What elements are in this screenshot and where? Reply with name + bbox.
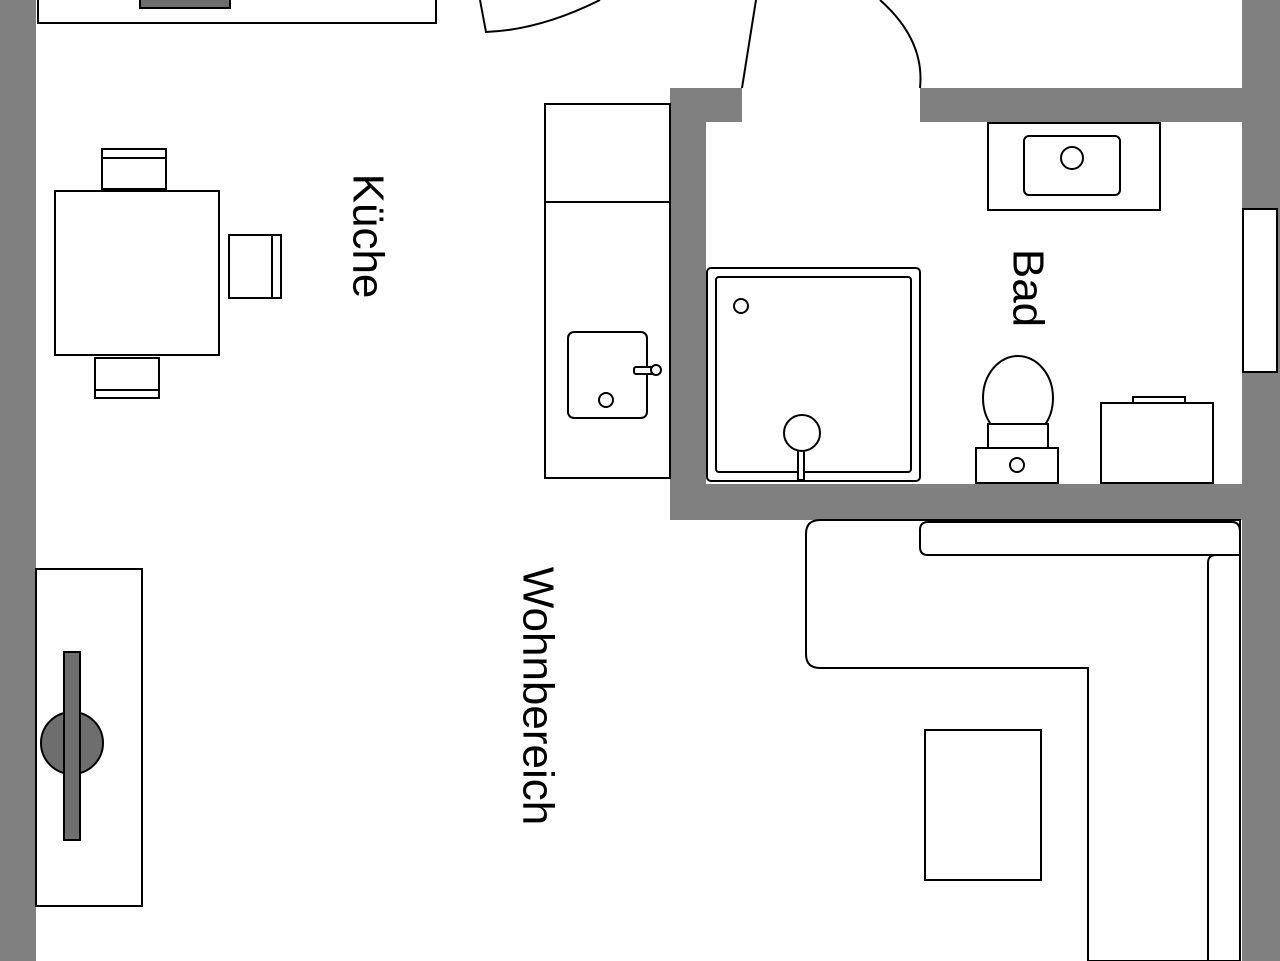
washbasin-drain <box>1060 146 1084 170</box>
wall-bath-left <box>670 88 706 520</box>
shower-head <box>783 414 821 452</box>
corner-sofa <box>805 519 1241 961</box>
bath-window <box>1242 208 1278 373</box>
kitchen-counter <box>544 103 671 479</box>
wall-bath-bottom <box>670 484 1280 520</box>
chair-top <box>101 148 167 190</box>
top-cabinet-outline <box>37 0 437 24</box>
bath-fixtures <box>706 122 1214 484</box>
entry-door <box>479 0 922 89</box>
sofa-backrest-top <box>919 521 1241 556</box>
wall-left <box>0 0 36 961</box>
top-appliance <box>139 0 231 9</box>
shower-tray-inner <box>715 276 912 473</box>
toilet-flush-button <box>1009 457 1025 473</box>
entry-door-arc-right <box>879 0 922 89</box>
entry-door-arc-left <box>479 0 601 34</box>
room-label-bath: Bad <box>1004 249 1053 327</box>
top-furniture <box>37 0 437 24</box>
counter-outline <box>544 103 671 479</box>
kitchen-faucet-knob <box>650 364 662 376</box>
tv-screen-overlay <box>63 651 81 841</box>
wall-top-right <box>1244 0 1280 90</box>
dining-set <box>54 148 282 399</box>
bath-cabinet-handle <box>1132 396 1186 404</box>
chair-bottom <box>94 357 160 399</box>
toilet-neck <box>987 423 1049 449</box>
room-label-living: Wohnbereich <box>514 567 563 825</box>
room-label-kitchen: Küche <box>344 174 393 299</box>
bath-cabinet <box>1100 402 1214 484</box>
tv-sideboard <box>35 568 143 907</box>
sofa-backrest-right <box>1207 554 1241 961</box>
chair-right <box>228 234 282 299</box>
wall-bath-top-right <box>920 88 1280 122</box>
shower-drain <box>733 298 749 314</box>
sofa-outline <box>805 519 1241 961</box>
wall-right <box>1242 0 1280 961</box>
kitchen-sink-drain <box>598 392 614 408</box>
entry-door-leaf <box>741 0 757 89</box>
coffee-table <box>924 729 1042 881</box>
dining-table <box>54 190 220 356</box>
